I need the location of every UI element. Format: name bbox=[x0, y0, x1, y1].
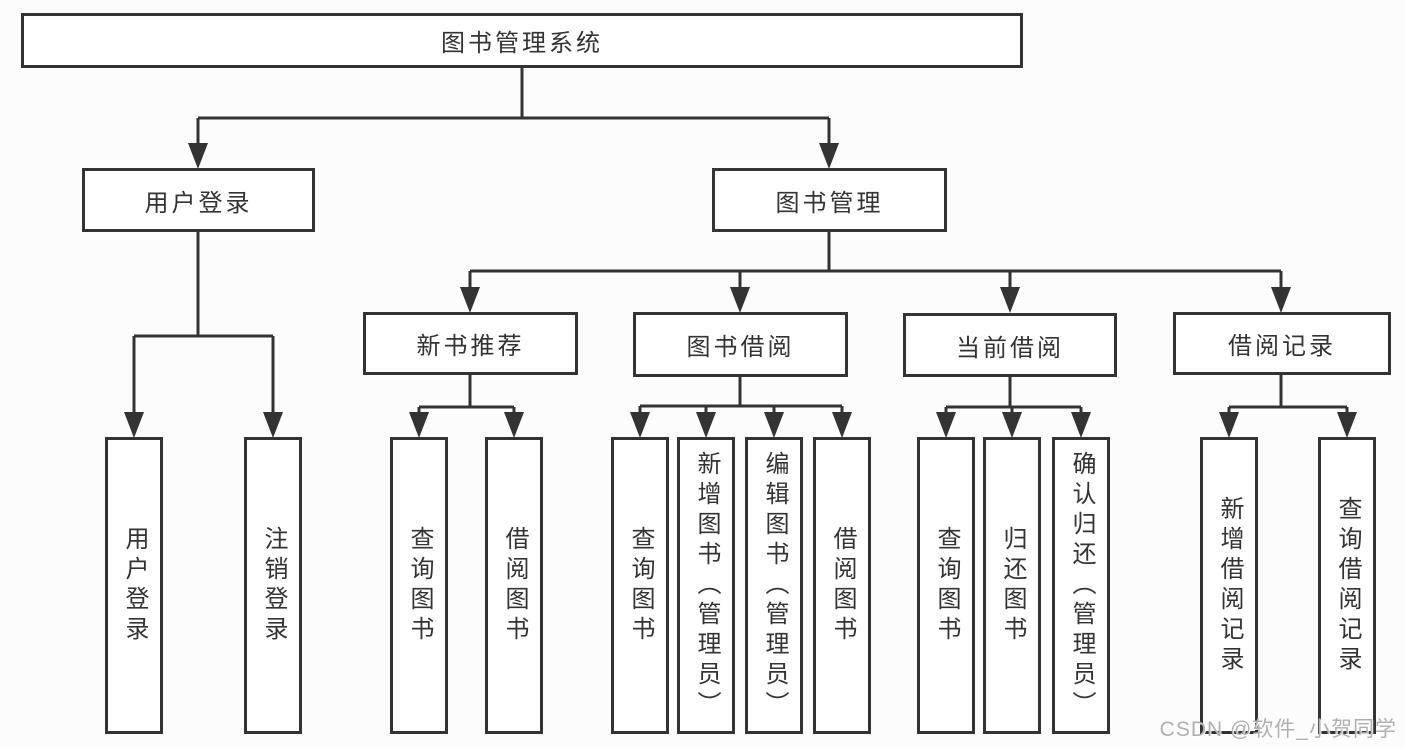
node-root-label: 图书管理系统 bbox=[441, 30, 603, 57]
leaf-confirm-return: 确认归还（管理员） bbox=[1052, 437, 1110, 734]
leaf-logout: 注销登录 bbox=[244, 437, 302, 734]
node-user-login: 用户登录 bbox=[82, 168, 315, 232]
leaf-user-login: 用户登录 bbox=[105, 437, 163, 734]
leaf-return-book-label: 归还图书 bbox=[999, 525, 1026, 646]
csdn-watermark: CSDN @软件_小贺同学 bbox=[1159, 718, 1397, 741]
leaf-borrow-query-book: 查询图书 bbox=[611, 437, 669, 734]
leaf-edit-book: 编辑图书（管理员） bbox=[745, 437, 803, 734]
node-new-book-rec: 新书推荐 bbox=[363, 312, 578, 375]
leaf-edit-book-label: 编辑图书（管理员） bbox=[761, 450, 788, 721]
node-borrow-record-label: 借阅记录 bbox=[1228, 333, 1336, 360]
node-current-borrow-label: 当前借阅 bbox=[956, 334, 1064, 362]
leaf-current-query-book: 查询图书 bbox=[917, 437, 975, 734]
node-user-login-label: 用户登录 bbox=[144, 189, 253, 217]
leaf-rec-borrow-book: 借阅图书 bbox=[485, 437, 543, 734]
leaf-borrow-book: 借阅图书 bbox=[813, 437, 871, 734]
leaf-add-borrow-record-label: 新增借阅记录 bbox=[1216, 495, 1243, 676]
node-book-mgmt-label: 图书管理 bbox=[775, 189, 884, 217]
leaf-current-query-book-label: 查询图书 bbox=[933, 525, 960, 646]
leaf-borrow-book-label: 借阅图书 bbox=[829, 525, 856, 646]
leaf-return-book: 归还图书 bbox=[983, 437, 1041, 734]
leaf-query-borrow-record-label: 查询借阅记录 bbox=[1334, 495, 1361, 676]
node-root: 图书管理系统 bbox=[21, 13, 1023, 68]
node-book-mgmt: 图书管理 bbox=[712, 168, 947, 232]
node-borrow-record: 借阅记录 bbox=[1173, 312, 1391, 375]
leaf-add-book-label: 新增图书（管理员） bbox=[693, 450, 720, 721]
leaf-borrow-query-book-label: 查询图书 bbox=[627, 525, 654, 646]
arrow-down-icons bbox=[124, 143, 1357, 438]
leaf-rec-query-book: 查询图书 bbox=[390, 437, 448, 734]
node-book-borrow: 图书借阅 bbox=[633, 312, 848, 377]
leaf-add-book: 新增图书（管理员） bbox=[677, 437, 735, 734]
connector-stems bbox=[132, 68, 1349, 420]
leaf-logout-label: 注销登录 bbox=[260, 525, 287, 646]
leaf-query-borrow-record: 查询借阅记录 bbox=[1318, 437, 1376, 734]
leaf-confirm-return-label: 确认归还（管理员） bbox=[1068, 450, 1095, 721]
node-new-book-rec-label: 新书推荐 bbox=[416, 333, 525, 360]
leaf-user-login-label: 用户登录 bbox=[121, 525, 148, 646]
leaf-rec-query-book-label: 查询图书 bbox=[406, 525, 433, 646]
node-current-borrow: 当前借阅 bbox=[903, 313, 1117, 377]
node-book-borrow-label: 图书借阅 bbox=[686, 334, 795, 361]
leaf-rec-borrow-book-label: 借阅图书 bbox=[501, 525, 528, 646]
leaf-add-borrow-record: 新增借阅记录 bbox=[1200, 437, 1258, 734]
